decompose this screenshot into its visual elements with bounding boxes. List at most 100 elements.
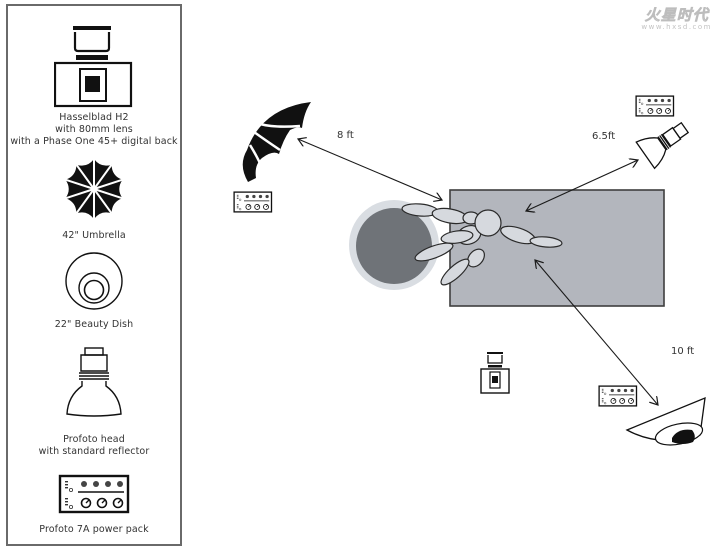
pack-port: [239, 198, 242, 201]
pack-dial-pointer: [265, 205, 268, 208]
pack-indicator-light: [617, 388, 621, 393]
power-pack-icon: [58, 474, 130, 514]
pack-dial-pointer: [256, 205, 260, 208]
pack-indicator-light: [93, 481, 99, 487]
figure-left-shin: [440, 258, 470, 286]
distance-label-profoto-head: 6.5ft: [592, 131, 616, 142]
backdrop: [449, 189, 665, 307]
pack-dial: [628, 398, 634, 404]
pack-indicator-light: [265, 194, 269, 199]
legend-label-beauty-dish: 22" Beauty Dish: [54, 319, 134, 330]
legend-label-camera: Hasselblad H2 with 80mm lens with a Phas…: [10, 112, 178, 147]
legend-label-profoto-head: Profoto head with standard reflector: [38, 434, 150, 457]
pack-switch-mark: [638, 102, 641, 103]
pack-dial-pointer: [658, 109, 662, 112]
power-pack-profoto-head: [635, 95, 675, 117]
pack-switch-mark: [601, 388, 604, 390]
pack-body: [233, 191, 273, 213]
umbrella-rib: [65, 188, 95, 200]
pack-dial: [656, 108, 663, 114]
pack-port: [604, 392, 607, 395]
pack-dial: [263, 204, 269, 210]
pack-dial-pointer: [650, 109, 653, 112]
pack-indicator-light: [105, 481, 111, 487]
pack-indicator-light: [630, 388, 634, 393]
umbrella-rib: [93, 178, 123, 190]
pack-switch-mark: [601, 390, 604, 392]
legend-label-power-pack: Profoto 7A power pack: [39, 524, 149, 535]
pack-body: [635, 95, 675, 117]
pack-switch-mark: [236, 194, 239, 196]
watermark-url: www.hxsd.com: [641, 23, 712, 31]
power-pack-beauty-dish: [598, 385, 638, 407]
pack-indicator-light: [117, 481, 123, 487]
watermark-logo-text: 火星时代: [644, 6, 709, 25]
pack-switch-mark: [65, 498, 68, 500]
umbrella-rib: [93, 188, 123, 200]
power-pack-umbrella: [233, 191, 273, 213]
pack-switch-mark: [236, 207, 239, 209]
pack-indicator-light: [647, 98, 651, 103]
pack-switch-mark: [638, 109, 641, 111]
pack-indicator-light: [667, 98, 671, 103]
umbrella-rib: [65, 178, 95, 190]
pack-body: [598, 385, 638, 407]
pack-indicator-light: [623, 388, 628, 393]
pack-port: [239, 208, 242, 211]
figure-right-shin: [414, 242, 454, 262]
figure-right-thigh: [440, 230, 474, 244]
pack-switch-mark: [65, 501, 68, 503]
pack-switch-mark: [601, 392, 604, 393]
legend-item-profoto-head: Profoto head with standard reflector: [8, 346, 180, 458]
pack-port: [641, 102, 644, 105]
model-figure: [401, 203, 563, 286]
profoto-head-icon: [66, 347, 122, 417]
pack-switch-mark: [601, 401, 604, 403]
pack-switch-mark: [65, 484, 68, 486]
pack-port: [604, 402, 607, 405]
pack-dial: [245, 204, 252, 210]
pack-switch-mark: [638, 100, 641, 102]
pack-port: [68, 504, 73, 509]
umbrella-rib: [75, 164, 95, 190]
umbrella-rib: [93, 164, 113, 190]
figure-head: [474, 209, 502, 237]
distance-label-beauty-dish: 10 ft: [671, 346, 695, 357]
legend-item-beauty-dish: 22" Beauty Dish: [8, 251, 180, 331]
profoto-head-light: [635, 121, 690, 170]
pack-dial-pointer: [248, 205, 251, 208]
umbrella-icon: [65, 159, 123, 219]
distance-arrow-profoto-head: [526, 160, 638, 211]
legend-item-camera: Hasselblad H2 with 80mm lens with a Phas…: [8, 20, 180, 148]
pack-indicator-light: [660, 98, 665, 103]
pack-switch-mark: [236, 198, 239, 199]
pack-dial-pointer: [613, 399, 616, 402]
pack-switch-mark: [236, 196, 239, 198]
pack-switch-mark: [638, 111, 641, 113]
distance-arrow-beauty-dish: [535, 260, 658, 405]
figure-left-thigh: [467, 248, 485, 268]
pack-dial-pointer: [117, 499, 122, 504]
pack-dial-pointer: [621, 399, 625, 402]
pack-switch-mark: [601, 399, 604, 401]
legend-item-umbrella: 42" Umbrella: [8, 156, 180, 242]
legend-item-power-pack: Profoto 7A power pack: [8, 474, 180, 536]
pack-indicator-light: [81, 481, 87, 487]
pack-switch-mark: [65, 504, 68, 506]
pack-dial-pointer: [101, 499, 106, 504]
pack-switch-mark: [65, 487, 68, 489]
pack-switch-mark: [236, 204, 239, 205]
pack-switch-mark: [65, 481, 68, 483]
pack-switch-mark: [601, 398, 604, 399]
beauty-dish-light: [625, 396, 706, 446]
pack-dial-pointer: [85, 499, 90, 504]
pack-switch-mark: [638, 98, 641, 100]
pack-indicator-light: [245, 194, 249, 199]
beauty-dish-icon: [65, 252, 123, 310]
pack-switch-mark: [638, 108, 641, 109]
pack-dial-pointer: [630, 399, 633, 402]
pack-indicator-light: [610, 388, 614, 393]
round-prop: [349, 200, 439, 290]
pack-port: [68, 487, 73, 492]
camera-position: [480, 352, 510, 394]
